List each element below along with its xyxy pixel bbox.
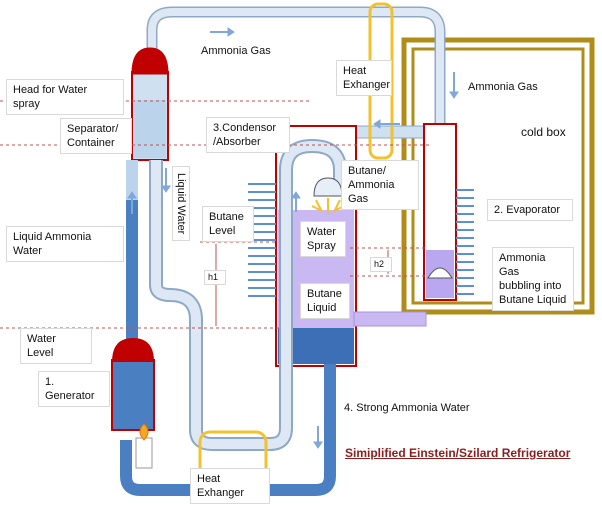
flame-icon	[139, 423, 149, 441]
head-spray-label: Head for Water spray	[6, 79, 124, 115]
water-spray-label: Water Spray	[300, 221, 346, 257]
cold-box-label: cold box	[521, 125, 566, 139]
butane-ammonia-gas-label: Butane/ Ammonia Gas	[341, 160, 419, 210]
evaporator-bubbler-icon	[427, 267, 453, 279]
heat-exchanger-top-label: Heat Exhanger	[336, 60, 392, 96]
flow-arrows	[127, 27, 459, 449]
generator-label: 1. Generator	[38, 371, 110, 407]
bubbling-label: Ammonia Gas bubbling into Butane Liquid	[492, 247, 574, 311]
butane-level-label: Butane Level	[202, 206, 254, 242]
evaporator-label: 2. Evaporator	[487, 199, 573, 221]
butane-link-pipe	[353, 311, 427, 327]
candle	[135, 437, 153, 469]
separator-label: Separator/ Container	[60, 118, 132, 154]
level-lines	[0, 100, 430, 329]
h2-label: h2	[370, 257, 392, 272]
butane-liquid-label: Butane Liquid	[300, 283, 350, 319]
heat-exchanger-bottom-label: Heat Exhanger	[190, 468, 270, 504]
liquid-ammonia-water-pipe	[126, 160, 138, 346]
water-level-label: Water Level	[20, 328, 92, 364]
evaporator-fins	[456, 189, 474, 295]
diagram-title: Simiplified Einstein/Szilard Refrigerato…	[345, 446, 571, 460]
liquid-ammonia-water-label: Liquid Ammonia Water	[6, 226, 124, 262]
h1-label: h1	[204, 270, 226, 285]
condensor-label: 3.Condensor /Absorber	[206, 117, 290, 153]
separator-dome	[131, 47, 169, 75]
strong-ammonia-water-label: 4. Strong Ammonia Water	[344, 402, 470, 414]
ammonia-gas-top-label: Ammonia Gas	[195, 41, 279, 61]
liquid-water-label: Liquid Water	[172, 166, 190, 242]
generator-vessel	[111, 359, 155, 431]
generator-dome	[112, 338, 154, 362]
ammonia-gas-right-label: Ammonia Gas	[462, 77, 546, 97]
